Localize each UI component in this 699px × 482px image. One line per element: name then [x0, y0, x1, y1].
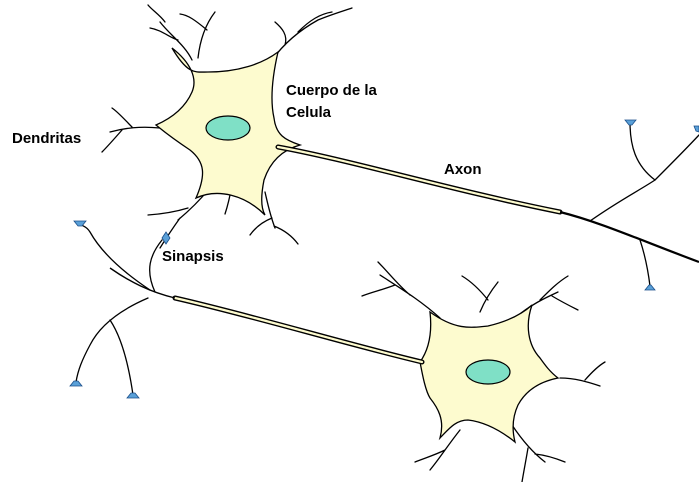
terminal-button [625, 120, 636, 125]
terminal-button [127, 393, 139, 398]
neuron-top-nucleus [206, 116, 250, 140]
neuron-bottom [76, 222, 605, 482]
neuron-bottom-axon-terminals [76, 222, 162, 395]
terminal-button [74, 221, 86, 226]
label-axon: Axon [444, 161, 482, 178]
label-dendrites: Dendritas [12, 130, 81, 147]
terminal-button [70, 381, 82, 386]
terminal-button [645, 285, 655, 290]
neuron-top-axon [278, 147, 699, 262]
label-cell-body-line1: Cuerpo de la [286, 82, 378, 99]
neuron-bottom-nucleus [466, 360, 510, 384]
neuron-top [102, 5, 699, 286]
neuron-top-axon-terminals [590, 122, 699, 286]
label-synapse: Sinapsis [162, 248, 224, 265]
neuron-bottom-axon [110, 268, 422, 362]
label-cell-body-line2: Celula [286, 104, 332, 121]
terminal-button [694, 126, 699, 132]
